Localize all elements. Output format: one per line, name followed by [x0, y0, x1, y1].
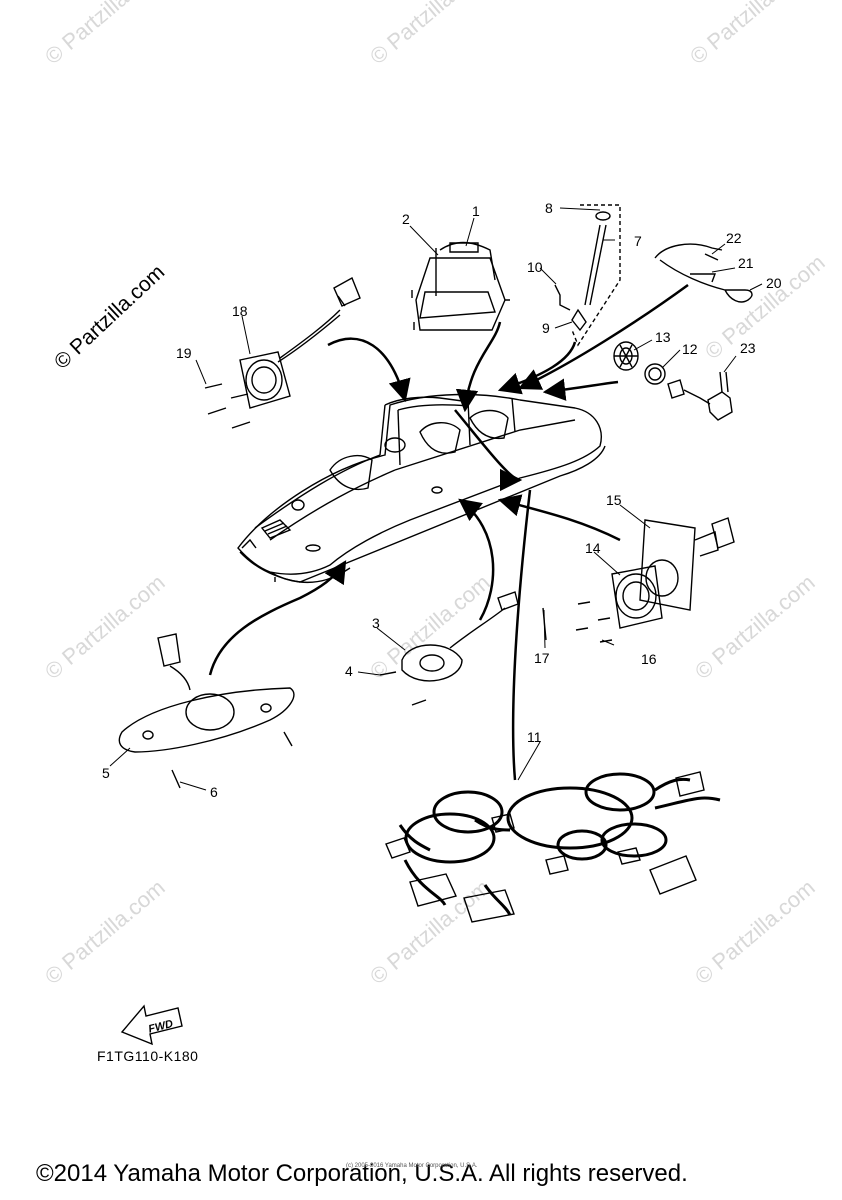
callout-6: 6 — [210, 784, 218, 800]
callout-16: 16 — [641, 651, 657, 667]
callout-22: 22 — [726, 230, 742, 246]
callout-4: 4 — [345, 663, 353, 679]
callout-15: 15 — [606, 492, 622, 508]
callout-9: 9 — [542, 320, 550, 336]
callout-2: 2 — [402, 211, 410, 227]
callout-13: 13 — [655, 329, 671, 345]
callout-7: 7 — [634, 233, 642, 249]
callout-11: 11 — [527, 729, 542, 745]
battery-box — [411, 241, 510, 331]
callout-8: 8 — [545, 200, 553, 216]
callout-21: 21 — [738, 255, 754, 271]
speaker-left — [204, 277, 361, 429]
routing-leaders — [208, 283, 689, 781]
callout-12: 12 — [682, 341, 698, 357]
grommet — [613, 341, 666, 385]
callout-19: 19 — [176, 345, 192, 361]
bow-light — [118, 633, 295, 789]
courtesy-light — [379, 591, 519, 706]
wiring-harness — [398, 772, 721, 916]
speaker-right — [542, 517, 735, 643]
fwd-arrow-icon: FWD — [120, 1004, 183, 1046]
boat-hull — [237, 393, 606, 584]
diagram-code: F1TG110-K180 — [97, 1048, 199, 1064]
callout-20: 20 — [766, 275, 782, 291]
cable-bracket — [654, 243, 753, 303]
sensor — [667, 371, 733, 421]
callout-labels: 1 2 3 4 5 6 7 8 9 10 11 12 13 14 15 16 1… — [102, 200, 782, 800]
harness-connectors — [385, 771, 705, 923]
callout-1: 1 — [472, 203, 480, 219]
copyright-notice: ©2014 Yamaha Motor Corporation, U.S.A. A… — [36, 1160, 688, 1187]
callout-23: 23 — [740, 340, 756, 356]
callout-14: 14 — [585, 540, 601, 556]
callout-5: 5 — [102, 765, 110, 781]
callout-10: 10 — [527, 259, 543, 275]
small-copyright: (c) 2005-2016 Yamaha Motor Corporation, … — [346, 1163, 478, 1169]
callout-3: 3 — [372, 615, 380, 631]
antenna-assembly — [554, 204, 621, 347]
callout-17: 17 — [534, 650, 550, 666]
callout-leaders — [109, 207, 763, 791]
fwd-label: FWD — [147, 1018, 174, 1036]
callout-18: 18 — [232, 303, 248, 319]
